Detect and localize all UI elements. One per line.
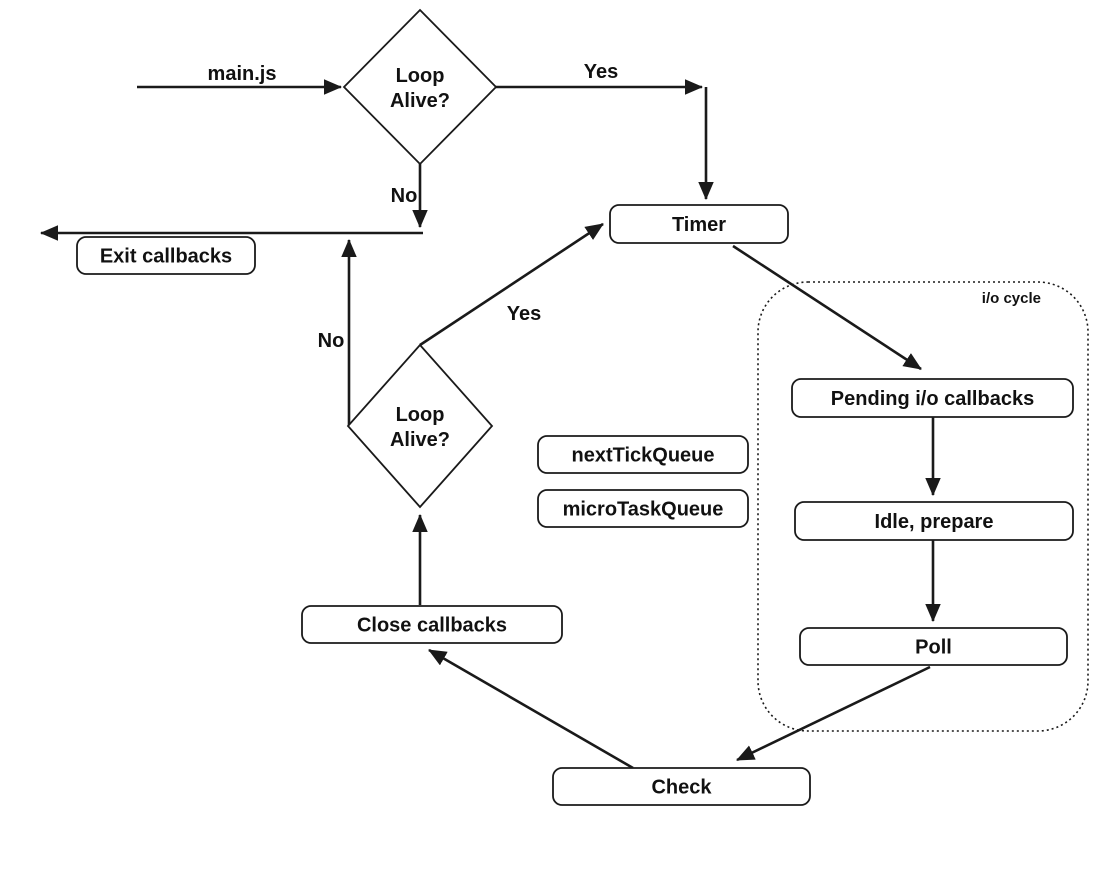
edge-timer-to-pending	[732, 244, 922, 371]
io-cycle-container	[757, 281, 1089, 732]
node-poll-box	[799, 627, 1068, 666]
node-micro-task-queue-box	[537, 489, 749, 528]
edge-check-to-close	[428, 648, 634, 770]
decision-loop-alive-top-line-1: Alive?	[390, 90, 450, 112]
node-pending-io-callbacks: Pending i/o callbacks	[791, 378, 1074, 418]
node-exit-callbacks: Exit callbacks	[76, 236, 256, 275]
node-close-callbacks-box	[301, 605, 563, 644]
node-pending-io-callbacks-box	[791, 378, 1074, 418]
node-check-label: Check	[651, 777, 712, 799]
label-no-top: No	[391, 185, 418, 207]
decision-loop-alive-bottom-line-1: Alive?	[390, 429, 450, 451]
node-next-tick-queue-label: nextTickQueue	[571, 445, 714, 467]
label-yes-mid: Yes	[507, 303, 541, 325]
node-micro-task-queue: microTaskQueue	[537, 489, 749, 528]
decision-loop-alive-top-shape	[342, 8, 498, 166]
decision-loop-alive-bottom-shape	[346, 343, 494, 509]
node-check: Check	[552, 767, 811, 806]
node-timer-label: Timer	[672, 214, 726, 236]
label-yes-top: Yes	[584, 61, 618, 83]
io-cycle-label: i/o cycle	[982, 290, 1041, 307]
node-exit-callbacks-box	[76, 236, 256, 275]
node-exit-callbacks-label: Exit callbacks	[100, 246, 232, 268]
edge-poll-to-check	[736, 665, 931, 762]
label-main-js: main.js	[208, 63, 277, 85]
node-check-box	[552, 767, 811, 806]
decision-loop-alive-top-line-0: Loop	[396, 65, 445, 87]
node-idle-prepare-label: Idle, prepare	[875, 511, 994, 533]
node-timer: Timer	[609, 204, 789, 244]
decision-loop-alive-bottom-line-0: Loop	[396, 404, 445, 426]
node-close-callbacks-label: Close callbacks	[357, 615, 507, 637]
edge-yes-to-timer	[419, 222, 604, 347]
label-no-mid: No	[318, 330, 345, 352]
node-micro-task-queue-label: microTaskQueue	[563, 499, 724, 521]
node-close-callbacks: Close callbacks	[301, 605, 563, 644]
node-timer-box	[609, 204, 789, 244]
node-idle-prepare-box	[794, 501, 1074, 541]
node-pending-io-callbacks-label: Pending i/o callbacks	[831, 388, 1034, 410]
node-poll: Poll	[799, 627, 1068, 666]
node-next-tick-queue-box	[537, 435, 749, 474]
node-idle-prepare: Idle, prepare	[794, 501, 1074, 541]
node-next-tick-queue: nextTickQueue	[537, 435, 749, 474]
node-poll-label: Poll	[915, 637, 952, 659]
